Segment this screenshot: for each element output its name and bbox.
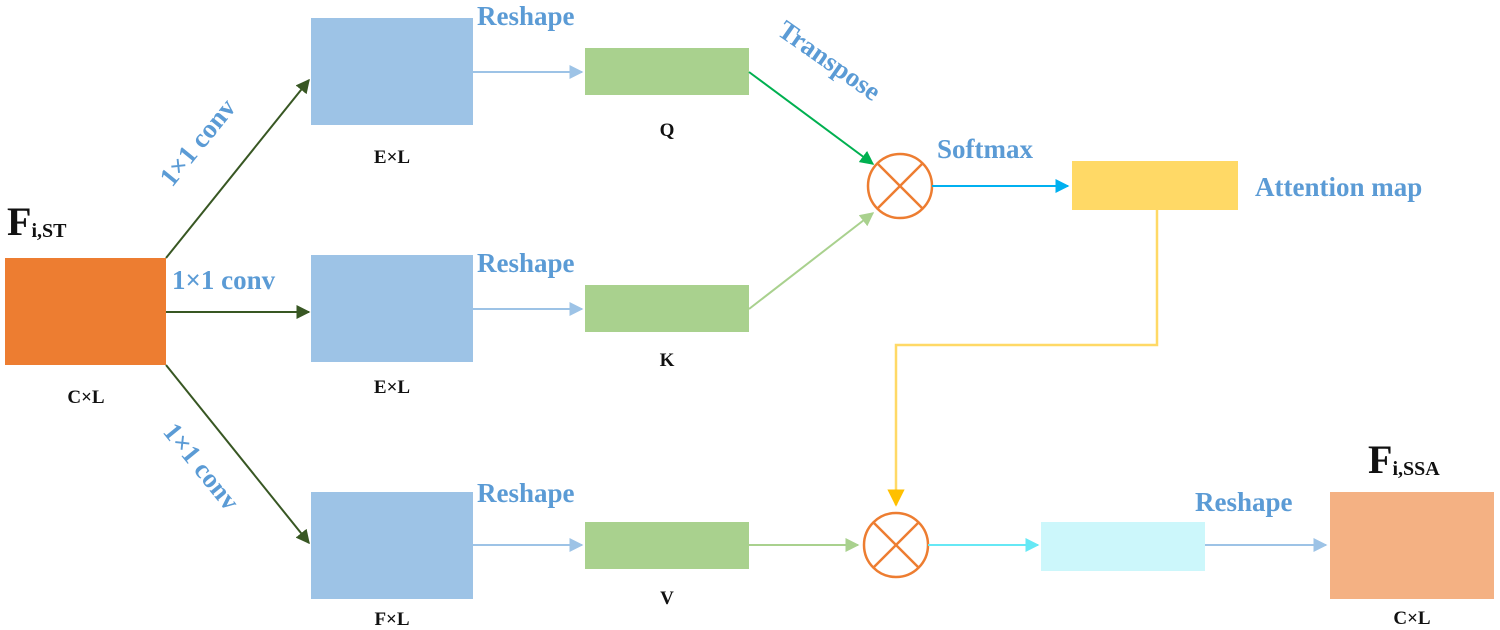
conv-arrow-top [165,78,310,259]
softmax-label: Softmax [937,134,1033,164]
v-block [585,522,749,569]
conv-label-top: 1×1 conv [153,92,242,191]
intermediate-block [1041,522,1205,571]
feature-block-v [311,492,473,599]
output-feature-block [1330,492,1494,599]
feature-dim-q: E×L [374,147,410,168]
conv-label-bottom: 1×1 conv [157,417,246,516]
q-label: Q [660,120,675,141]
q-to-multiply-arrow [748,71,875,165]
k-block [585,285,749,332]
conv-label-mid: 1×1 conv [172,265,276,295]
attention-to-multiply-arrow [887,210,1159,507]
output-dim-label: C×L [1393,608,1430,629]
k-label: K [660,350,675,371]
input-name: Fi,ST [7,199,67,244]
q-block [585,48,749,95]
input-dim-label: C×L [67,387,104,408]
v-label: V [660,588,674,609]
attention-map-block [1072,161,1238,210]
feature-dim-v: F×L [374,609,409,630]
final-reshape-label: Reshape [1195,487,1293,517]
transpose-label: Transpose [773,14,887,106]
reshape-label-q: Reshape [477,1,575,31]
matmul-operator-bottom [862,511,930,579]
feature-block-q [311,18,473,125]
reshape-label-k: Reshape [477,248,575,278]
output-name: Fi,SSA [1368,437,1440,482]
k-to-multiply-arrow [748,212,875,310]
reshape-label-v: Reshape [477,478,575,508]
conv-arrow-bottom [165,364,310,545]
feature-block-k [311,255,473,362]
input-feature-block [5,258,166,365]
attention-map-label: Attention map [1255,172,1422,202]
matmul-operator-top [866,152,934,220]
feature-dim-k: E×L [374,377,410,398]
